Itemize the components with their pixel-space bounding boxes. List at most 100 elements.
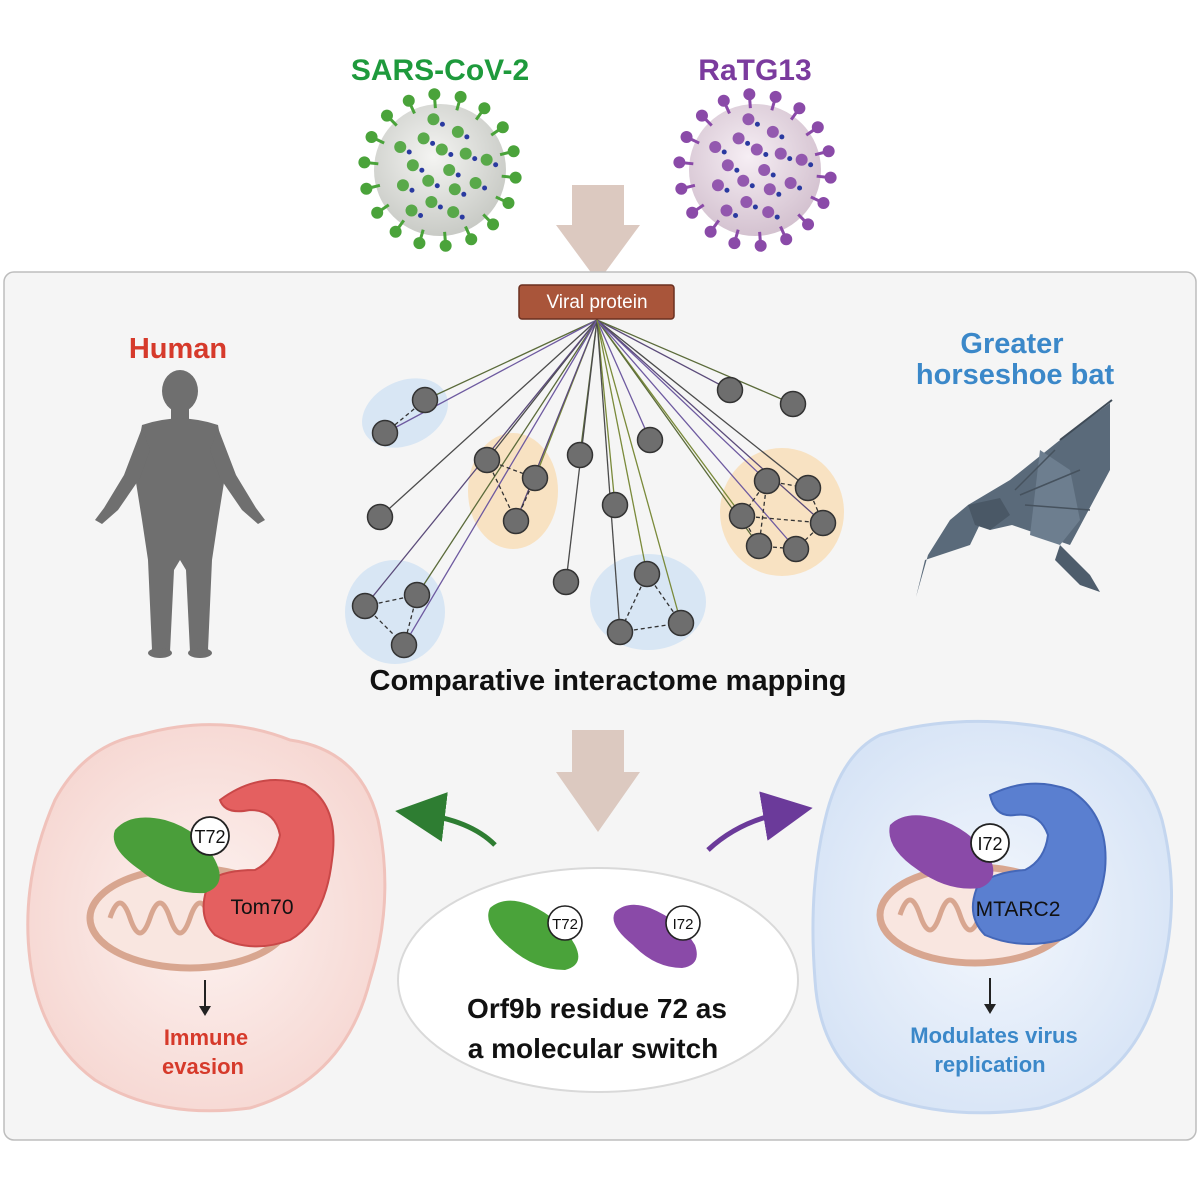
host-protein-node (745, 532, 773, 560)
interaction-edge (596, 319, 731, 391)
spike (817, 196, 830, 209)
bat-icon (916, 399, 1113, 597)
spike (428, 88, 441, 101)
spike (686, 206, 699, 219)
host-protein-node (633, 560, 661, 588)
t72-label-center: T72 (552, 916, 578, 933)
human-silhouette-icon (95, 370, 265, 658)
host-protein-node (716, 376, 744, 404)
host-protein-node (403, 581, 431, 609)
spike (389, 225, 402, 238)
spike (754, 239, 767, 252)
ratg13-label: RaTG13 (698, 54, 811, 87)
spike (507, 145, 520, 158)
host-protein-node (782, 535, 810, 563)
right-cell-panel: I72 MTARC2 Modulates virus replication (811, 719, 1174, 1115)
spike (673, 156, 686, 169)
interaction-edge (596, 319, 616, 506)
i72-label-right: I72 (977, 834, 1002, 854)
right-outcome-line2: replication (934, 1052, 1045, 1077)
mtarc2-protein-icon (971, 782, 1107, 945)
host-protein-node (794, 474, 822, 502)
t72-badge-center (547, 905, 583, 941)
spike (487, 218, 500, 231)
sars-cov-2-virion-icon (358, 88, 522, 252)
spike (822, 145, 835, 158)
host-protein-node (521, 464, 549, 492)
spike (824, 171, 837, 184)
interaction-edge (596, 319, 768, 482)
left-cell-panel: T72 Tom70 Immune evasion (26, 723, 387, 1113)
purple-curved-arrow (706, 791, 813, 852)
host-protein-node (371, 419, 399, 447)
spike (496, 121, 509, 134)
host-protein-node (366, 503, 394, 531)
spike (502, 196, 515, 209)
orf9b-ratg13-protein-icon (889, 815, 994, 889)
sars-cov-2-label: SARS-CoV-2 (351, 54, 529, 87)
t72-label-left: T72 (194, 827, 225, 847)
interaction-edge (596, 319, 794, 405)
tom70-protein-icon (202, 779, 335, 948)
spike (478, 102, 491, 115)
host-protein-node (390, 631, 418, 659)
spike (402, 94, 415, 107)
interaction-edge (596, 319, 809, 489)
host-protein-node (667, 609, 695, 637)
spike (793, 102, 806, 115)
spike (680, 131, 693, 144)
left-outcome-line2: evasion (162, 1054, 244, 1079)
spike (728, 237, 741, 250)
ratg13-virion-icon (673, 88, 837, 252)
spike (358, 156, 371, 169)
spike (695, 109, 708, 122)
host-protein-node (351, 592, 379, 620)
interaction-edge (379, 319, 598, 518)
mtarc2-label: MTARC2 (976, 898, 1061, 921)
host-protein-node (601, 491, 629, 519)
interaction-edge (403, 319, 598, 646)
spike (780, 233, 793, 246)
spike (365, 131, 378, 144)
host-protein-node (552, 568, 580, 596)
spike (802, 218, 815, 231)
spike (360, 182, 373, 195)
host-protein-node (809, 509, 837, 537)
human-label: Human (129, 333, 227, 365)
orf9b-purple-icon (613, 904, 697, 968)
right-outcome-line1: Modulates virus (910, 1023, 1077, 1048)
spike (465, 233, 478, 246)
switch-caption-line2: a molecular switch (468, 1033, 719, 1064)
interaction-edge (596, 319, 648, 575)
spike (769, 90, 782, 103)
interactome-caption: Comparative interactome mapping (370, 665, 847, 697)
host-protein-node (411, 386, 439, 414)
spike (413, 237, 426, 250)
t72-badge (190, 816, 230, 856)
host-protein-node (636, 426, 664, 454)
interaction-edge (424, 319, 598, 401)
interaction-edge (596, 319, 824, 524)
bat-label-line1: Greater (960, 328, 1063, 360)
host-protein-node (566, 441, 594, 469)
orf9b-green-icon (488, 900, 579, 970)
switch-caption-line1: Orf9b residue 72 as (467, 993, 727, 1024)
host-protein-node (606, 618, 634, 646)
interaction-edge (596, 319, 651, 441)
i72-label-center: I72 (673, 916, 694, 933)
host-protein-node (779, 390, 807, 418)
spike (371, 206, 384, 219)
green-curved-arrow (395, 792, 497, 847)
center-switch-panel: T72 I72 Orf9b residue 72 as a molecular … (397, 867, 799, 1093)
host-protein-node (728, 502, 756, 530)
spike (439, 239, 452, 252)
viral-protein-box: Viral protein (518, 284, 675, 320)
tom70-label: Tom70 (230, 896, 293, 919)
i72-badge (970, 823, 1010, 863)
spike (811, 121, 824, 134)
spike (509, 171, 522, 184)
i72-badge-center (665, 905, 701, 941)
interaction-edge (596, 319, 682, 624)
down-arrow-middle (556, 730, 640, 832)
spike (743, 88, 756, 101)
